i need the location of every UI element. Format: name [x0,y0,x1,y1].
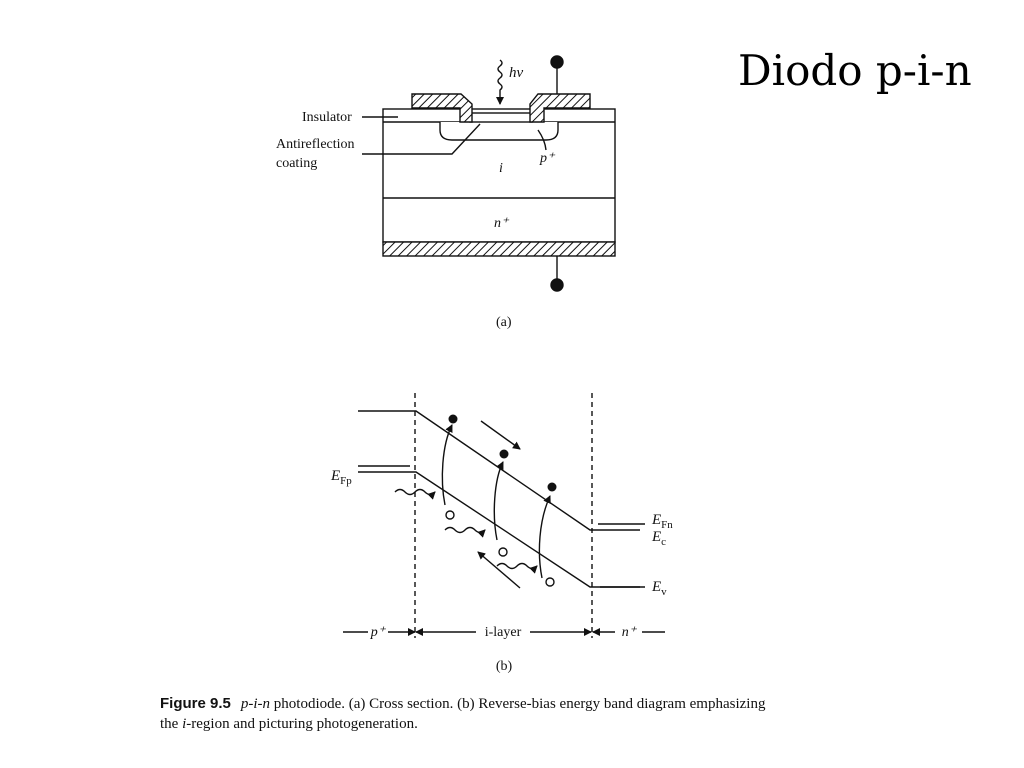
arc-leader [362,123,481,155]
caption-text-2b: i [182,716,187,732]
photon-label: hν [509,65,524,81]
caption-title: p-i-n [240,696,271,712]
electron-1 [448,414,458,424]
insulator-label: Insulator [302,110,352,125]
caption-text-1: photodiode. (a) Cross section. (b) Rever… [270,696,766,712]
caption-figure-number: Figure 9.5 [160,695,231,712]
excitation-arrow-3 [538,495,551,579]
efp-label: EFp [330,468,352,487]
photon-wave-2 [444,526,486,538]
caption-text-2c: -region and picturing photogeneration. [186,716,418,732]
excitation-arrow-2 [493,461,504,541]
band-diagram [343,393,665,638]
conduction-band [358,410,640,531]
electron-2 [499,449,509,459]
photon-wave-3 [496,562,538,574]
i-region-label: i [499,161,503,176]
antireflection-coating [469,112,533,123]
left-top-contact [411,93,473,123]
ec-label: Ec [651,529,666,548]
cross-section-diagram [362,55,616,292]
caption-line-2: the i-region and picturing photogenerati… [160,714,860,734]
hole-1 [445,510,455,520]
electron-3 [547,482,557,492]
top-terminal [550,55,564,69]
hole-2 [498,547,508,557]
bottom-metal-contact [382,241,616,257]
right-top-contact [529,93,591,123]
n-plus-label: n⁺ [494,216,510,231]
bottom-terminal [550,278,564,292]
excitation-arrow-1 [441,424,453,506]
antireflection-label-line2: coating [276,156,317,171]
sublabel-a: (a) [496,315,512,330]
caption-text-2a: the [160,716,183,732]
hole-3 [545,577,555,587]
p-plus-region [439,122,559,141]
p-region-label: p⁺ [370,625,387,640]
antireflection-label-line1: Antireflection [276,137,355,152]
photon-wave-1 [394,488,436,500]
ev-label: Ev [651,579,667,598]
hole-drift-arrow [477,551,521,589]
sublabel-b: (b) [496,659,513,674]
p-plus-label: p⁺ [539,151,556,166]
p-plus-leader [537,129,547,151]
slide-title: Diodo p-i-n [738,46,972,95]
efn-label: EFn [651,512,673,531]
photon-wave [496,59,504,105]
caption-line-1: Figure 9.5 p-i-n photodiode. (a) Cross se… [160,694,860,714]
electron-drift-arrow [480,420,521,450]
figure-caption: Figure 9.5 p-i-n photodiode. (a) Cross se… [160,694,860,734]
n-region-label: n⁺ [622,625,638,640]
i-layer-label: i-layer [485,625,522,640]
